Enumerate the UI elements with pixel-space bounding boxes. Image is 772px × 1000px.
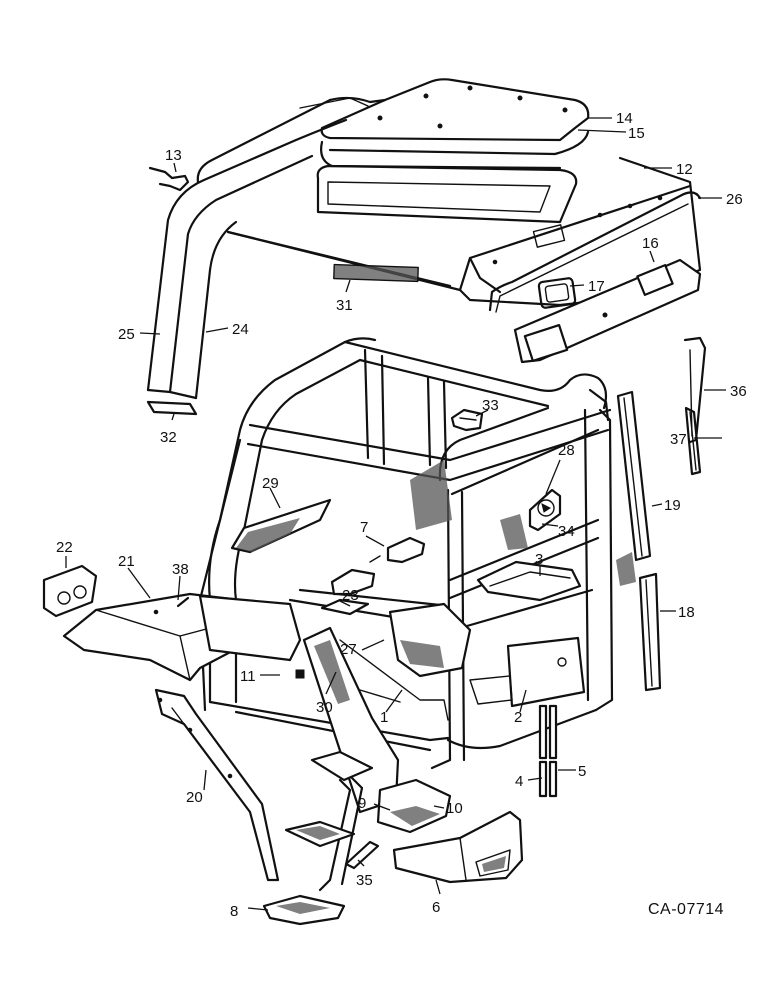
callout-25: 25	[118, 326, 135, 343]
callout-6: 6	[432, 899, 440, 916]
screw-38	[176, 596, 190, 608]
step-plate-9-10	[376, 778, 452, 834]
callout-15: 15	[628, 125, 645, 142]
bracket-7	[330, 536, 426, 596]
drawing-code: CA-07714	[648, 901, 724, 918]
floor-mat-1	[339, 639, 449, 721]
callout-10: 10	[446, 800, 463, 817]
callout-16: 16	[642, 235, 659, 252]
callout-38: 38	[172, 561, 189, 578]
pillar-foot-32	[146, 400, 198, 416]
floor-mat-27	[388, 602, 472, 678]
step-assembly-8	[262, 750, 374, 926]
callout-7: 7	[360, 519, 368, 536]
cab-frame	[198, 337, 614, 770]
callout-33: 33	[482, 397, 499, 414]
callout-5: 5	[578, 763, 586, 780]
headliner-bar-31	[333, 263, 419, 283]
mirror-28	[528, 488, 562, 532]
callout-28: 28	[558, 442, 575, 459]
step-bracket-20	[154, 688, 280, 882]
callout-11: 11	[240, 668, 256, 685]
visor-panel-16	[513, 258, 702, 364]
pillar-trim-24-25	[146, 97, 369, 400]
wiper-blade-37	[684, 406, 702, 476]
callout-24: 24	[232, 321, 249, 338]
callout-19: 19	[664, 497, 681, 514]
callout-22: 22	[56, 539, 73, 556]
callout-20: 20	[186, 789, 203, 806]
rear-shelf-29	[230, 498, 332, 554]
callout-12: 12	[676, 161, 693, 178]
roof-trim-26	[488, 191, 702, 313]
fender-6	[392, 810, 524, 884]
callout-29: 29	[262, 475, 279, 492]
callout-30: 30	[316, 699, 333, 716]
rear-pillar-shade	[410, 460, 636, 586]
callout-32: 32	[160, 429, 177, 446]
side-panel-3	[476, 560, 582, 602]
lower-panel	[198, 594, 302, 662]
callout-23: 23	[342, 587, 359, 604]
bolt-35	[344, 840, 380, 870]
callout-14: 14	[616, 110, 633, 127]
callout-1: 1	[380, 709, 388, 726]
pillar-trim-18	[638, 572, 662, 692]
callout-8: 8	[230, 903, 238, 920]
callout-37: 37	[670, 431, 687, 448]
window-latch-17	[537, 277, 577, 309]
callout-36: 36	[730, 383, 747, 400]
pillar-trim-19	[616, 390, 652, 562]
leader-lines	[65, 117, 726, 911]
strip-23	[320, 598, 370, 616]
callout-13: 13	[165, 147, 182, 164]
roof-hinge-13	[148, 166, 190, 192]
callout-labels: 13 14 15 12 26 16 17 31 25 24 32 36 37 3…	[56, 110, 747, 920]
callout-27: 27	[340, 641, 357, 658]
dome-light-33	[450, 408, 484, 432]
callout-17: 17	[588, 278, 605, 295]
weatherstrip-4-5	[538, 704, 558, 798]
callout-34: 34	[558, 523, 575, 540]
callout-26: 26	[726, 191, 743, 208]
callout-9: 9	[358, 795, 366, 812]
floor-mat-2	[469, 636, 586, 708]
side-panel-22	[42, 564, 98, 618]
callout-2: 2	[514, 709, 522, 726]
callout-3: 3	[535, 551, 543, 568]
callout-21: 21	[118, 553, 135, 570]
callout-31: 31	[336, 297, 353, 314]
roof-gasket-frame	[316, 164, 578, 224]
callout-35: 35	[356, 872, 373, 889]
clip-11	[295, 669, 305, 679]
roof-panel-14	[320, 78, 590, 142]
step-rail-30	[302, 626, 400, 814]
callout-4: 4	[515, 773, 523, 790]
callout-18: 18	[678, 604, 695, 621]
